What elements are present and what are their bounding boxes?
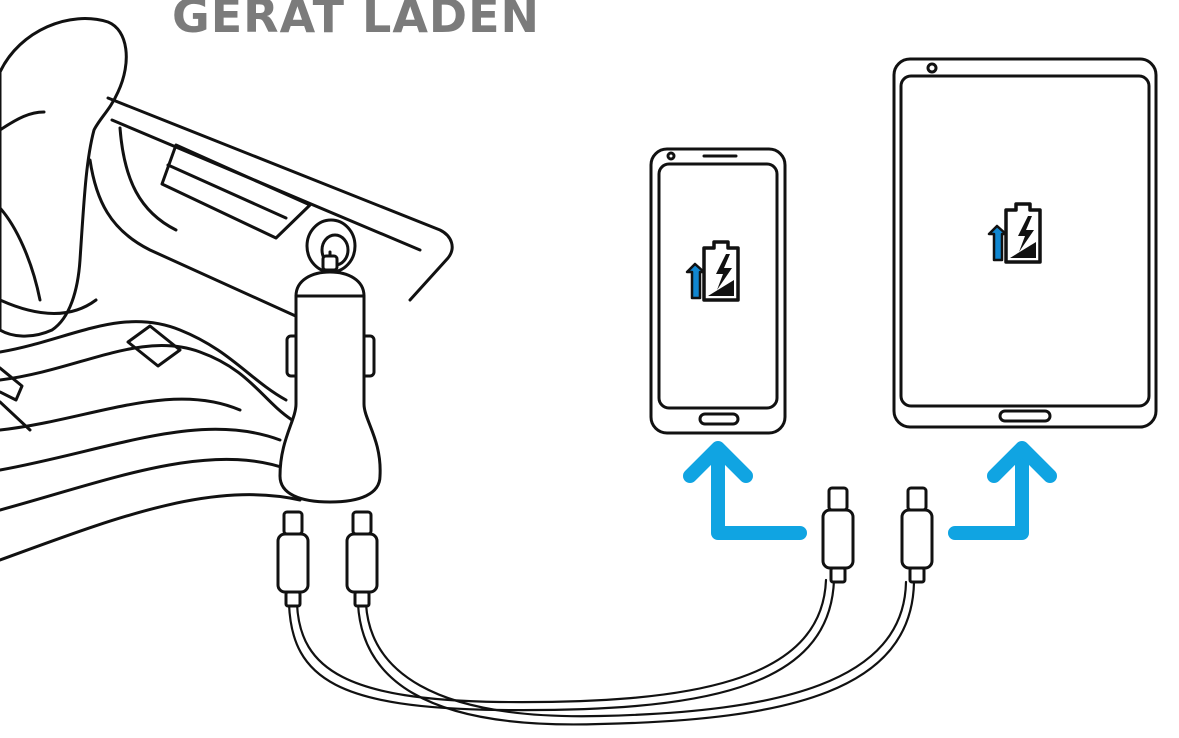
page-title: GERÄT LADEN xyxy=(172,0,541,43)
usb-c-plug-left-2 xyxy=(345,510,379,608)
arrow-up-icon xyxy=(683,441,807,540)
smartphone xyxy=(649,147,787,435)
tablet xyxy=(892,57,1158,429)
usb-c-plug-phone xyxy=(821,486,855,584)
dual-usb-c-cable xyxy=(276,486,934,726)
car-charger xyxy=(278,250,382,504)
usb-c-plug-tablet xyxy=(900,486,934,584)
arrow-up-icon xyxy=(948,441,1057,540)
usb-c-plug-left-1 xyxy=(276,510,310,608)
car-console xyxy=(0,17,454,562)
charge-arrows xyxy=(683,441,1057,540)
